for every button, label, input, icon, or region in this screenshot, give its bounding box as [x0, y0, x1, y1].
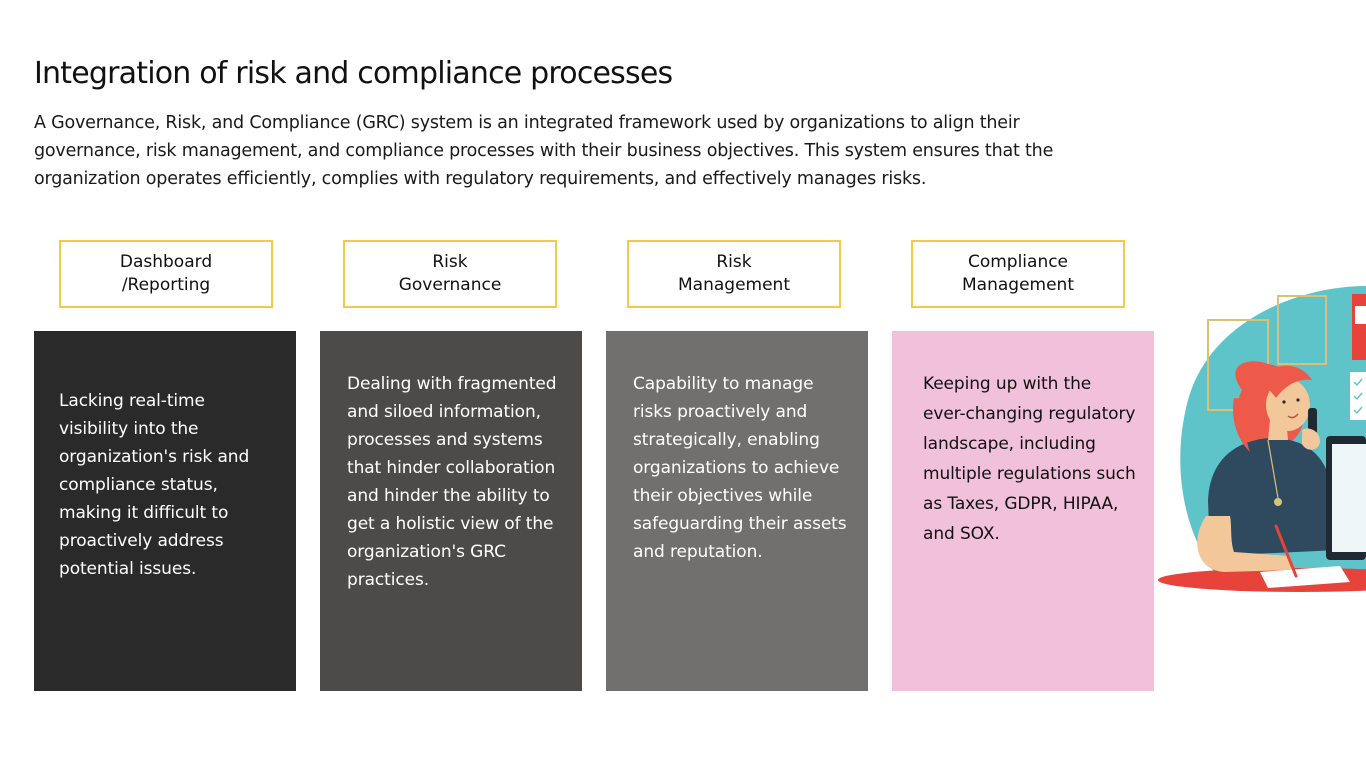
card-text: Dealing with fragmented and siloed infor…	[347, 374, 557, 590]
label-line: Management	[678, 275, 790, 295]
label-line: /Reporting	[121, 275, 211, 295]
intro-paragraph: A Governance, Risk, and Compliance (GRC)…	[34, 113, 1054, 189]
label-line: Compliance	[967, 252, 1069, 272]
card-risk-management: Capability to manage risks proactively a…	[606, 331, 868, 691]
label-compliance-management: Compliance Management	[911, 240, 1125, 308]
label-line: Risk	[432, 252, 468, 272]
card-text: Keeping up with the ever-changing regula…	[923, 374, 1136, 544]
card-compliance-management: Keeping up with the ever-changing regula…	[892, 331, 1154, 691]
card-text: Capability to manage risks proactively a…	[633, 374, 847, 562]
label-risk-governance: Risk Governance	[343, 240, 557, 308]
label-risk-management: Risk Management	[627, 240, 841, 308]
page-title: Integration of risk and compliance proce…	[34, 56, 673, 91]
label-line: Governance	[398, 275, 502, 295]
card-text: Lacking real-time visibility into the or…	[59, 391, 250, 579]
label-dashboard-reporting: Dashboard /Reporting	[59, 240, 273, 308]
woman-on-phone-icon	[1158, 286, 1366, 592]
label-line: Management	[962, 275, 1074, 295]
label-line: Dashboard	[119, 252, 213, 272]
label-line: Risk	[716, 252, 752, 272]
card-dashboard-reporting: Lacking real-time visibility into the or…	[34, 331, 296, 691]
card-risk-governance: Dealing with fragmented and siloed infor…	[320, 331, 582, 691]
